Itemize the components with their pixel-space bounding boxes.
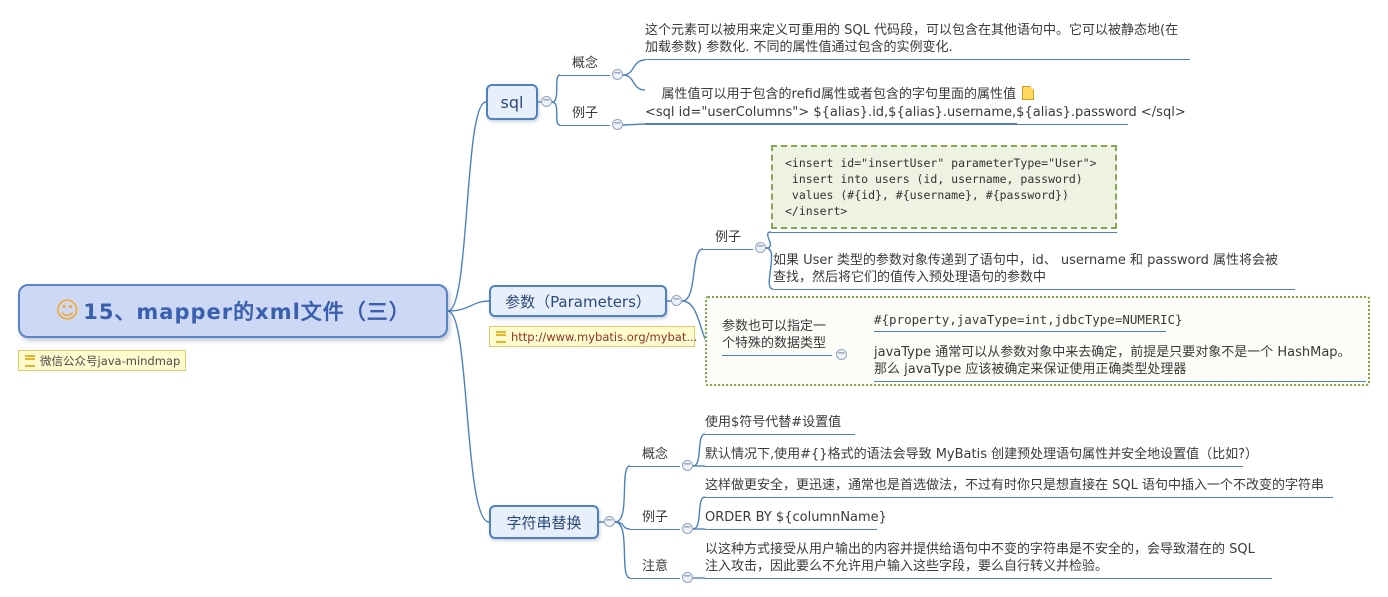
collapse-icon[interactable]	[755, 242, 766, 253]
hyperlink-text: http://www.mybatis.org/mybat...	[511, 329, 698, 344]
topic-special-datatype[interactable]: 参数也可以指定一 个特殊的数据类型	[722, 318, 832, 356]
collapse-icon[interactable]	[682, 523, 693, 534]
leaf-replace-example-text[interactable]: 这样做更安全，更迅速，通常也是首选做法，不过有时你只是想直接在 SQL 语句中插…	[705, 477, 1333, 498]
leaf-sql-concept-refid[interactable]: 属性值可以用于包含的refid属性或者包含的字句里面的属性值	[645, 69, 1035, 124]
leaf-insert-code-underline: <insert id="insertUser" parameterType="U…	[771, 145, 1117, 233]
leaf-sql-example-code[interactable]: <sql id="userColumns"> ${alias}.id,${ali…	[645, 104, 1186, 125]
hyperlink-label[interactable]: http://www.mybatis.org/mybat...	[489, 326, 698, 347]
leaf-replace-note-text[interactable]: 以这种方式接受从用户输出的内容并提供给语句中不变的字符串是不安全的，会导致潜在的…	[705, 541, 1272, 579]
topic-sql-concept[interactable]: 概念	[560, 55, 610, 76]
topic-replace-concept[interactable]: 概念	[630, 446, 680, 467]
root-tag-text: 微信公众号java-mindmap	[40, 353, 181, 368]
leaf-replace-example-code[interactable]: ORDER BY ${columnName}	[705, 509, 887, 530]
leaf-sql-concept-text[interactable]: 这个元素可以被用来定义可重用的 SQL 代码段，可以包含在其他语句中。它可以被静…	[645, 22, 1190, 60]
collapse-icon[interactable]	[682, 572, 693, 583]
collapse-icon[interactable]	[604, 516, 615, 527]
leaf-text: 属性值可以用于包含的refid属性或者包含的字句里面的属性值	[661, 87, 1017, 102]
branch-sql-label: sql	[500, 92, 524, 112]
topic-sql-example[interactable]: 例子	[560, 105, 610, 126]
root-topic[interactable]: ☺ 15、mapper的xml文件（三）	[18, 284, 448, 338]
collapse-icon[interactable]	[682, 460, 693, 471]
leaf-parameters-example-text[interactable]: 如果 User 类型的参数对象传递到了语句中，id、 username 和 pa…	[773, 252, 1295, 290]
label-lines-icon	[25, 354, 35, 367]
leaf-replace-concept-dollar[interactable]: 使用$符号代替#设置值	[705, 414, 855, 435]
smiley-icon: ☺	[55, 297, 80, 324]
collapse-icon[interactable]	[612, 119, 623, 130]
leaf-replace-concept-default[interactable]: 默认情况下,使用#{}格式的语法会导致 MyBatis 创建预处理语句属性并安全…	[705, 446, 1258, 467]
leaf-special-text[interactable]: javaType 通常可以从参数对象中来去确定，前提是只要对象不是一个 Hash…	[874, 344, 1366, 382]
branch-sql[interactable]: sql	[486, 84, 538, 120]
root-tag-label[interactable]: 微信公众号java-mindmap	[18, 350, 186, 371]
collapse-icon[interactable]	[836, 349, 847, 360]
collapse-icon[interactable]	[541, 96, 552, 107]
root-topic-label: 15、mapper的xml文件（三）	[83, 300, 411, 324]
topic-parameters-example[interactable]: 例子	[703, 229, 753, 250]
note-icon[interactable]	[1022, 86, 1035, 100]
branch-parameters-label: 参数（Parameters）	[505, 292, 651, 311]
topic-replace-note[interactable]: 注意	[630, 558, 680, 579]
collapse-icon[interactable]	[671, 295, 682, 306]
branch-string-replace[interactable]: 字符串替换	[489, 505, 599, 539]
branch-parameters[interactable]: 参数（Parameters）	[489, 285, 667, 317]
collapse-icon[interactable]	[612, 69, 623, 80]
label-lines-icon	[496, 330, 506, 343]
boundary-special-datatype	[705, 296, 1370, 386]
topic-replace-example[interactable]: 例子	[630, 509, 680, 530]
leaf-special-code[interactable]: #{property,javaType=int,jdbcType=NUMERIC…	[874, 311, 1183, 332]
branch-string-replace-label: 字符串替换	[506, 513, 582, 532]
leaf-insert-code[interactable]: <insert id="insertUser" parameterType="U…	[771, 145, 1117, 229]
